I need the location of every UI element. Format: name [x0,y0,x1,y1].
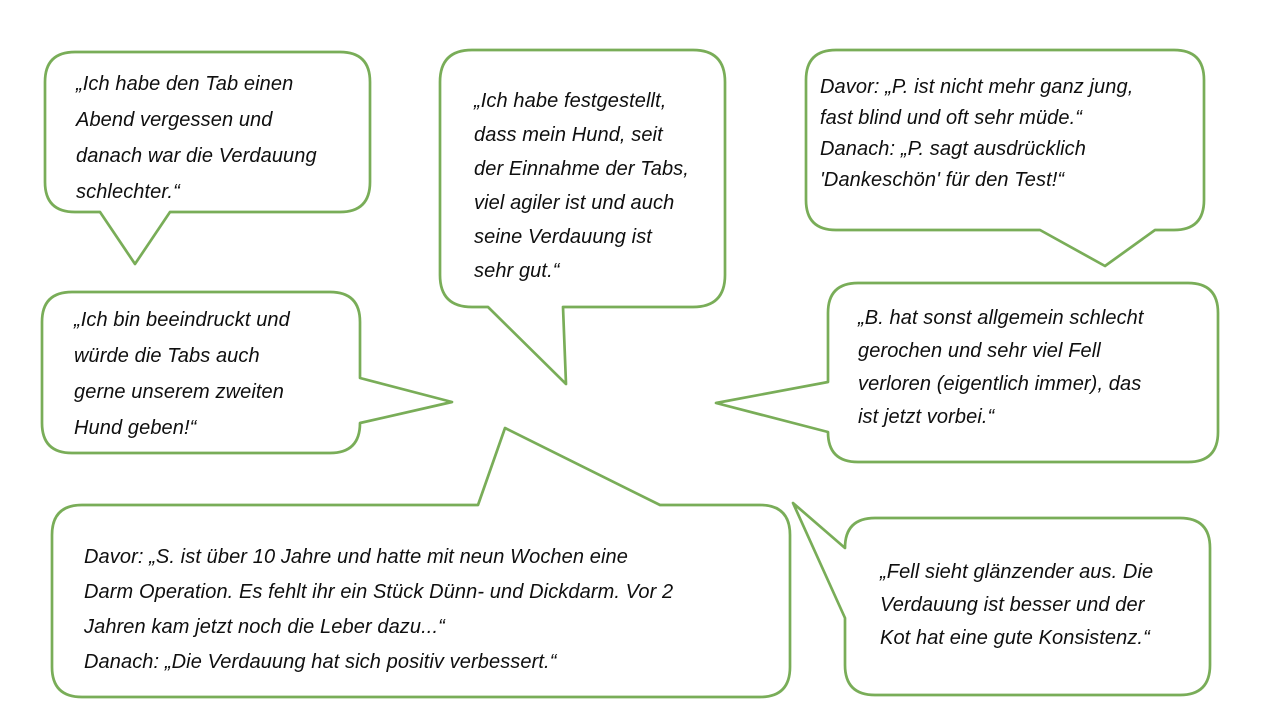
testimonial-quote-top-right: Davor: „P. ist nicht mehr ganz jung, fas… [820,76,1134,191]
testimonial-quote-top-left: „Ich habe den Tab einen Abend vergessen … [76,73,317,203]
testimonial-quote-top-center: „Ich habe festgestellt, dass mein Hund, … [474,90,689,282]
speech-bubble-outline-bottom-left [50,426,792,699]
testimonial-quote-middle-right: „B. hat sonst allgemein schlecht geroche… [858,307,1144,428]
testimonial-quote-bottom-right: „Fell sieht glänzender aus. Die Verdauun… [880,561,1154,649]
speech-bubble-outline-top-center [438,48,727,386]
speech-bubble-outline-top-right [804,48,1206,268]
testimonial-quote-middle-left: „Ich bin beeindruckt und würde die Tabs … [74,309,290,439]
testimonial-quote-bottom-left: Davor: „S. ist über 10 Jahre und hatte m… [84,546,674,673]
speech-bubble-outline-bottom-right [791,501,1212,697]
speech-bubble-outline-middle-right [714,281,1220,464]
speech-bubble-outline-top-left [43,50,372,266]
speech-bubble-outline-middle-left [40,290,454,455]
